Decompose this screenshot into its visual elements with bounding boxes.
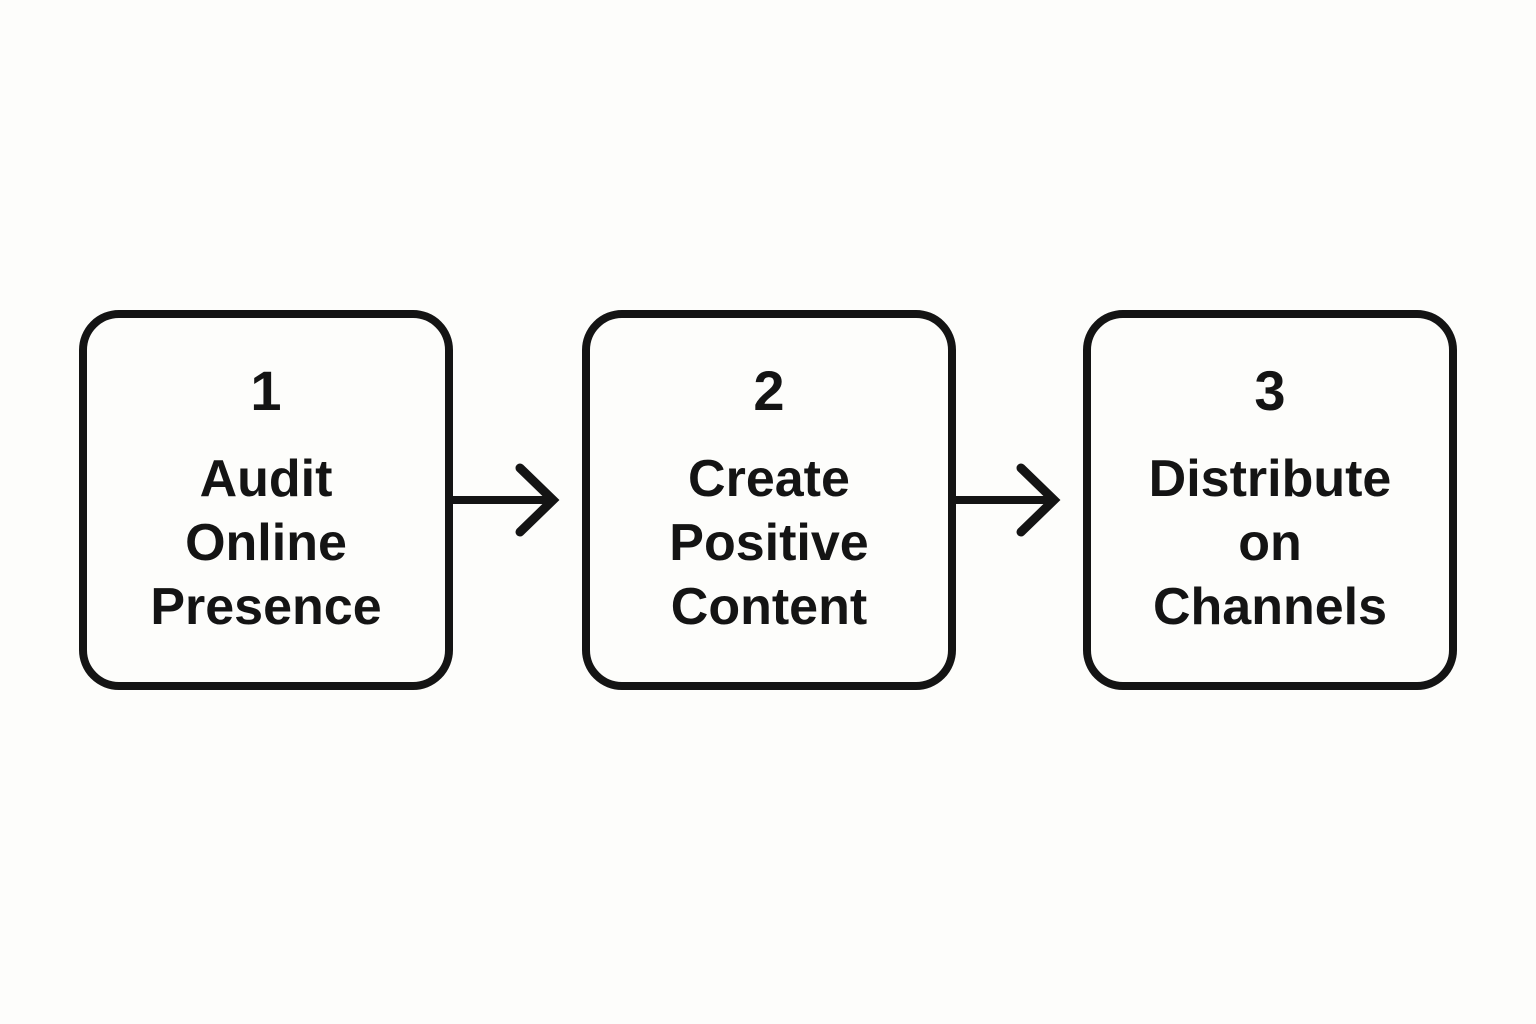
step-label-line: Audit [199, 449, 333, 508]
step-box-create-positive-content: 2 Create Positive Content [582, 310, 956, 690]
step-number: 1 [250, 359, 282, 423]
step-label-line: Presence [150, 577, 382, 636]
arrow-right-icon [453, 463, 560, 537]
step-label-line: Online [185, 513, 347, 572]
step-label-line: Positive [669, 513, 869, 572]
step-box-audit-online-presence: 1 Audit Online Presence [79, 310, 453, 690]
step-number: 2 [753, 359, 785, 423]
step-label-line: Create [688, 449, 850, 508]
step-label-line: Distribute [1148, 449, 1392, 508]
arrow-right-icon [956, 463, 1061, 537]
step-label-line: Channels [1152, 577, 1388, 636]
step-label: Audit Online Presence [150, 448, 381, 640]
step-label-line: on [1238, 513, 1302, 572]
step-label: Distribute on Channels [1149, 448, 1392, 640]
step-label: Create Positive Content [669, 448, 868, 640]
step-number: 3 [1254, 359, 1286, 423]
flow-row: 1 Audit Online Presence 2 Create Positiv… [79, 310, 1457, 690]
step-box-distribute-on-channels: 3 Distribute on Channels [1083, 310, 1457, 690]
step-label-line: Content [670, 577, 868, 636]
